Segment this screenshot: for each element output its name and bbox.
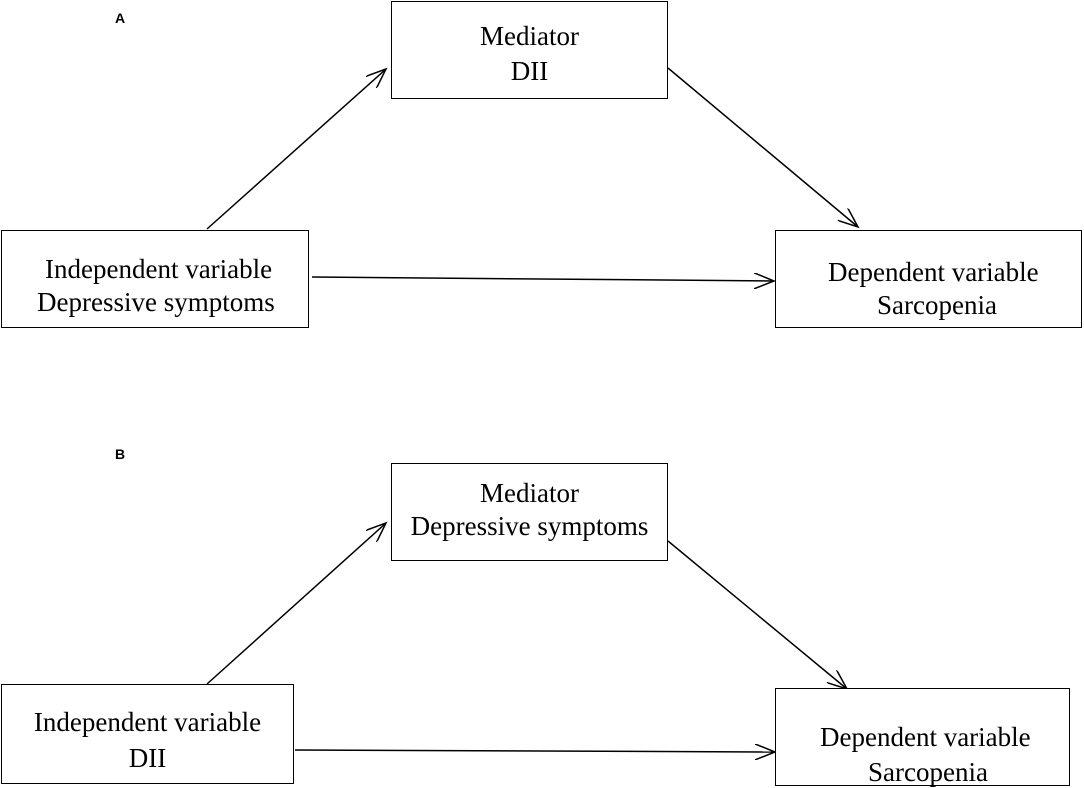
panel-a-label: A	[115, 10, 126, 26]
panel-b-arrow-independent-to-dependent	[294, 750, 775, 752]
panel-a-arrow-independent-to-dependent	[311, 277, 774, 281]
panel-a-independent-box: Independent variable Depressive symptoms	[1, 230, 309, 328]
panel-a-arrow-mediator-to-dependent	[667, 67, 858, 227]
panel-b-independent-box: Independent variable DII	[1, 684, 294, 784]
panel-b-dependent-box: Dependent variable Sarcopenia	[775, 688, 1070, 786]
panel-b-mediator-line2: Depressive symptoms	[410, 511, 649, 541]
panel-b-mediator-line1: Mediator	[480, 478, 579, 508]
panel-a-independent-line1: Independent variable	[45, 254, 273, 284]
panel-b-dependent-line2: Sarcopenia	[868, 757, 988, 787]
panel-b-label: B	[115, 446, 126, 462]
panel-a-independent-line2: Depressive symptoms	[37, 287, 275, 317]
panel-a-dependent-box: Dependent variable Sarcopenia	[775, 230, 1082, 328]
panel-a-dependent-line1: Dependent variable	[828, 257, 1039, 287]
panel-a-mediator-line1: Mediator	[480, 21, 579, 51]
panel-b-independent-line1: Independent variable	[33, 707, 262, 737]
panel-b-independent-line2: DII	[128, 743, 167, 773]
panel-b-arrow-mediator-to-dependent	[667, 540, 847, 689]
panel-a-mediator-box: Mediator DII	[391, 1, 668, 99]
panel-a-arrow-independent-to-mediator	[206, 69, 386, 230]
panel-b-arrow-independent-to-mediator	[206, 523, 386, 685]
panel-b-mediator-box: Mediator Depressive symptoms	[391, 463, 668, 561]
panel-a-dependent-line2: Sarcopenia	[877, 290, 997, 320]
panel-a-mediator-line2: DII	[510, 56, 549, 86]
panel-b-dependent-line1: Dependent variable	[820, 722, 1031, 752]
